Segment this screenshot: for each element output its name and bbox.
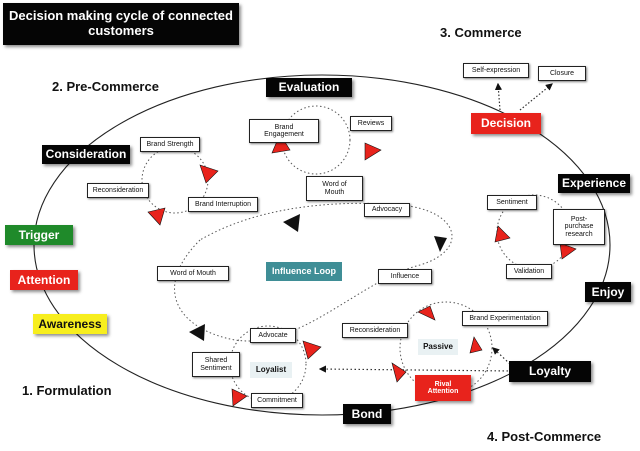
- red-arrow-icon: [494, 225, 511, 243]
- node-post-purchase-line2: purchase: [564, 223, 594, 231]
- red-arrow-icon: [147, 207, 166, 226]
- node-shared-sentiment-line2: Sentiment: [200, 364, 232, 372]
- node-word-of-mouth-top: Word of Mouth: [306, 176, 363, 201]
- phase-label-post-commerce: 4. Post-Commerce: [487, 429, 602, 444]
- node-reconsideration-lower: Reconsideration: [342, 323, 408, 338]
- node-shared-sentiment-line1: Shared: [204, 357, 228, 365]
- black-arrow-icon: [283, 214, 300, 232]
- node-closure: Closure: [538, 66, 586, 81]
- red-arrow-icon: [417, 305, 436, 321]
- node-rival-attention-line1: Rival: [434, 380, 452, 388]
- stage-enjoy: Enjoy: [585, 282, 631, 302]
- node-word-of-mouth-left: Word of Mouth: [157, 266, 229, 281]
- stage-consideration: Consideration: [42, 145, 130, 164]
- red-arrow-icon: [199, 164, 219, 184]
- node-word-of-mouth-top-line1: Word of: [322, 181, 347, 189]
- node-validation: Validation: [506, 264, 552, 279]
- node-passive: Passive: [418, 339, 458, 355]
- node-brand-engagement: Brand Engagement: [249, 119, 319, 143]
- outer-cycle-ellipse: [33, 74, 611, 416]
- node-post-purchase-line1: Post-: [570, 215, 588, 223]
- stage-decision: Decision: [471, 113, 541, 134]
- node-brand-interruption: Brand Interruption: [188, 197, 258, 212]
- node-influence-loop: Influence Loop: [266, 262, 342, 281]
- phase-label-formulation: 1. Formulation: [22, 383, 112, 398]
- stage-evaluation: Evaluation: [266, 78, 352, 97]
- stage-experience: Experience: [558, 174, 630, 193]
- node-brand-experimentation: Brand Experimentation: [462, 311, 548, 326]
- node-brand-engagement-line1: Brand: [274, 123, 294, 131]
- black-arrow-icon: [434, 236, 447, 252]
- node-rival-attention-line2: Attention: [427, 388, 459, 395]
- black-arrow-icon: [189, 324, 205, 341]
- stage-bond: Bond: [343, 404, 391, 424]
- node-self-expression: Self-expression: [463, 63, 529, 78]
- stage-awareness: Awareness: [33, 314, 107, 334]
- diagram-title: Decision making cycle of connected custo…: [3, 3, 239, 45]
- evaluation-loop: [281, 105, 351, 175]
- node-brand-strength: Brand Strength: [140, 137, 200, 152]
- node-reconsideration: Reconsideration: [87, 183, 149, 198]
- node-loyalist: Loyalist: [250, 362, 292, 378]
- red-arrow-icon: [559, 242, 577, 260]
- node-advocacy: Advocacy: [364, 203, 410, 217]
- red-arrow-icon: [391, 362, 407, 383]
- loyalty-to-loyalist-arrow: [318, 365, 513, 373]
- red-arrow-icon: [364, 142, 382, 161]
- stage-trigger: Trigger: [5, 225, 73, 245]
- node-word-of-mouth-top-line2: Mouth: [324, 188, 345, 196]
- influence-loop-path: [174, 202, 453, 342]
- red-arrow-icon: [231, 388, 248, 407]
- node-rival-attention: Rival Attention: [415, 375, 471, 401]
- node-sentiment: Sentiment: [487, 195, 537, 210]
- red-arrow-icon: [302, 340, 322, 360]
- loyalty-loop: [229, 325, 307, 403]
- red-arrow-icon: [469, 336, 483, 354]
- decision-to-self-expression-arrow: [494, 82, 503, 111]
- loyalty-to-brand-exp-arrow: [492, 347, 511, 365]
- node-influence: Influence: [378, 269, 432, 284]
- phase-label-commerce: 3. Commerce: [440, 25, 522, 40]
- node-post-purchase-research: Post- purchase research: [553, 209, 605, 245]
- node-shared-sentiment: Shared Sentiment: [192, 352, 240, 377]
- phase-label-pre-commerce: 2. Pre-Commerce: [52, 79, 159, 94]
- node-post-purchase-line3: research: [565, 230, 593, 238]
- node-brand-engagement-line2: Engagement: [264, 131, 304, 138]
- stage-loyalty: Loyalty: [509, 361, 591, 382]
- node-reviews: Reviews: [350, 116, 392, 131]
- decision-to-closure-arrow: [519, 83, 553, 111]
- stage-attention: Attention: [10, 270, 78, 290]
- node-advocate: Advocate: [250, 328, 296, 343]
- node-commitment: Commitment: [251, 393, 303, 408]
